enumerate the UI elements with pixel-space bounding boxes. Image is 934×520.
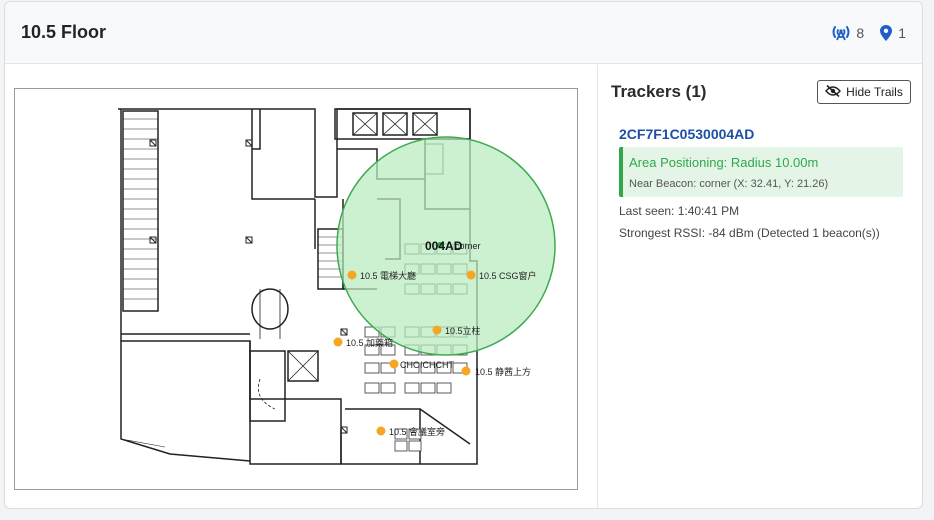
zone-marker[interactable] (333, 337, 343, 347)
beacon-marker[interactable] (437, 242, 443, 248)
zone-marker[interactable] (432, 325, 442, 335)
zone-label: 10.5 CSG窗户 (479, 270, 537, 281)
beacon-count: 1 (898, 24, 906, 41)
map-pane: 10.5 電梯大廳 10.5 CSG窗户 10.5立柱 10.5 加藥箱 CHO… (5, 65, 598, 508)
zone-markers (333, 270, 476, 436)
hide-trails-button[interactable]: Hide Trails (817, 80, 911, 104)
zone-marker[interactable] (389, 359, 399, 369)
column-markers (149, 139, 348, 434)
near-beacon: Near Beacon: corner (X: 32.41, Y: 21.26) (629, 178, 829, 190)
strongest-rssi: Strongest RSSI: -84 dBm (Detected 1 beac… (619, 226, 880, 240)
zone-label: 10.5立柱 (445, 325, 481, 336)
zone-label: 10.5 加藥箱 (346, 337, 393, 348)
tracker-map-label[interactable]: 004AD (425, 239, 463, 253)
trackers-header: Trackers (1) Hide Trails (611, 80, 911, 104)
floor-plan-svg: 10.5 電梯大廳 10.5 CSG窗户 10.5立柱 10.5 加藥箱 CHO… (118, 108, 556, 465)
gateway-stat: 8 (832, 25, 864, 41)
positioning-radius-circle (336, 136, 556, 356)
zone-label: 10.5 静茜上方 (475, 366, 531, 377)
map-pin-icon (880, 24, 893, 41)
floor-card: 10.5 Floor 8 (4, 1, 923, 509)
zone-marker[interactable] (461, 366, 471, 376)
card-body: 10.5 電梯大廳 10.5 CSG窗户 10.5立柱 10.5 加藥箱 CHO… (5, 65, 922, 508)
beacon-stat: 1 (880, 24, 906, 41)
zone-label: 10.5 電梯大廳 (360, 270, 416, 281)
zone-marker[interactable] (466, 270, 476, 280)
last-seen: Last seen: 1:40:41 PM (619, 204, 740, 218)
floor-plan-map[interactable]: 10.5 電梯大廳 10.5 CSG窗户 10.5立柱 10.5 加藥箱 CHO… (14, 88, 578, 490)
zone-marker[interactable] (376, 426, 386, 436)
zone-labels: 10.5 電梯大廳 10.5 CSG窗户 10.5立柱 10.5 加藥箱 CHO… (346, 270, 537, 437)
floor-title: 10.5 Floor (21, 22, 107, 42)
tracker-id-link[interactable]: 2CF7F1C0530004AD (619, 126, 755, 142)
card-header: 10.5 Floor 8 (5, 2, 922, 64)
gateway-count: 8 (856, 24, 865, 41)
header-stats: 8 1 (832, 24, 906, 41)
positioning-status-box: Area Positioning: Radius 10.00m Near Bea… (619, 147, 903, 197)
hide-trails-label: Hide Trails (846, 85, 903, 99)
zone-label: 10.5 會議室旁 (389, 426, 445, 437)
eye-slash-icon (825, 84, 842, 100)
positioning-mode: Area Positioning: Radius 10.00m (629, 155, 819, 170)
zone-label: CHOICHCHT (400, 360, 454, 370)
zone-marker[interactable] (347, 270, 357, 280)
trackers-title: Trackers (1) (611, 82, 707, 101)
antenna-icon (832, 25, 850, 41)
beacon-label: corner (455, 241, 481, 251)
